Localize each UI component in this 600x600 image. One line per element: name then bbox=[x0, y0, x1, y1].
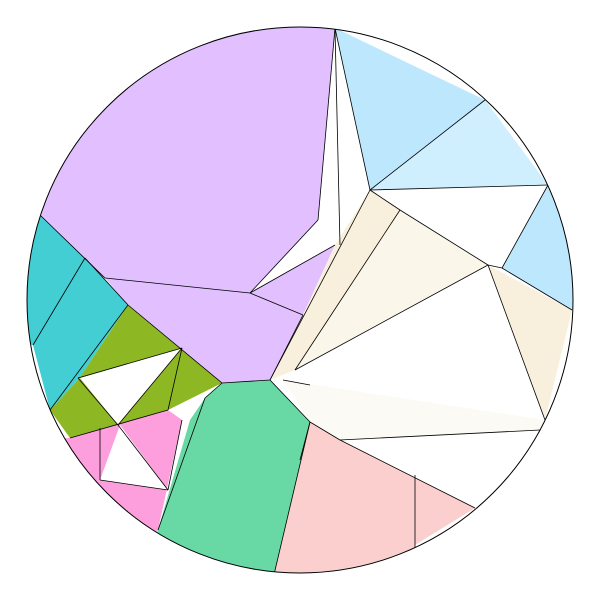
sky-light-region bbox=[370, 100, 548, 190]
divider-line bbox=[204, 382, 223, 399]
divider-line bbox=[294, 209, 401, 371]
divider-line bbox=[487, 264, 503, 269]
divider-line bbox=[249, 292, 304, 316]
white-center-region bbox=[295, 265, 545, 420]
cream-bottom-region bbox=[283, 380, 545, 440]
divider-line bbox=[167, 347, 183, 411]
white-triangle-region bbox=[80, 348, 182, 425]
divider-line bbox=[399, 209, 489, 266]
divider-line bbox=[269, 189, 371, 381]
divider-line bbox=[339, 429, 541, 441]
disc-outline bbox=[26, 26, 574, 574]
white-right-region bbox=[370, 185, 548, 268]
teal-upper-region bbox=[27, 210, 85, 345]
salmon-region bbox=[268, 422, 475, 573]
divider-line bbox=[167, 419, 183, 491]
divider-line bbox=[501, 267, 573, 311]
divider-lines bbox=[32, 27, 573, 573]
divider-line bbox=[127, 304, 223, 384]
sky-right-region bbox=[502, 185, 573, 320]
divider-line bbox=[32, 257, 86, 346]
divider-line bbox=[317, 27, 336, 221]
divider-line bbox=[77, 347, 183, 379]
sky-top-region bbox=[335, 28, 485, 190]
divider-line bbox=[221, 379, 271, 384]
divider-line bbox=[309, 421, 341, 441]
divider-line bbox=[339, 439, 476, 509]
cream-middle-region bbox=[295, 210, 488, 370]
cream-left-region bbox=[270, 190, 400, 380]
divider-line bbox=[369, 184, 549, 191]
divider-line bbox=[282, 379, 311, 386]
divider-line bbox=[294, 264, 489, 371]
lavender-sliver-region bbox=[250, 245, 335, 315]
divider-line bbox=[369, 189, 401, 211]
divider-line bbox=[117, 424, 169, 491]
divider-line bbox=[249, 219, 319, 294]
lavender-lower-region bbox=[105, 278, 303, 383]
divider-line bbox=[69, 409, 169, 439]
divider-line bbox=[157, 397, 206, 531]
divider-line bbox=[249, 244, 336, 294]
divider-line bbox=[369, 99, 486, 191]
divider-line bbox=[104, 277, 251, 294]
divider-line bbox=[267, 421, 311, 573]
divider-line bbox=[117, 347, 183, 426]
teal-lower-region bbox=[33, 258, 128, 410]
divider-line bbox=[334, 27, 371, 191]
divider-line bbox=[84, 257, 129, 306]
divider-line bbox=[49, 304, 129, 411]
divider-line bbox=[487, 264, 546, 421]
divider-line bbox=[269, 379, 311, 423]
pink-region bbox=[27, 410, 182, 573]
divider-line bbox=[501, 184, 549, 269]
white-wedge-region bbox=[250, 220, 335, 293]
divider-line bbox=[77, 377, 119, 426]
divider-line bbox=[99, 479, 169, 491]
cream-right-region bbox=[488, 265, 572, 420]
white-small-triangle-region bbox=[100, 425, 168, 490]
divider-line bbox=[334, 27, 341, 246]
